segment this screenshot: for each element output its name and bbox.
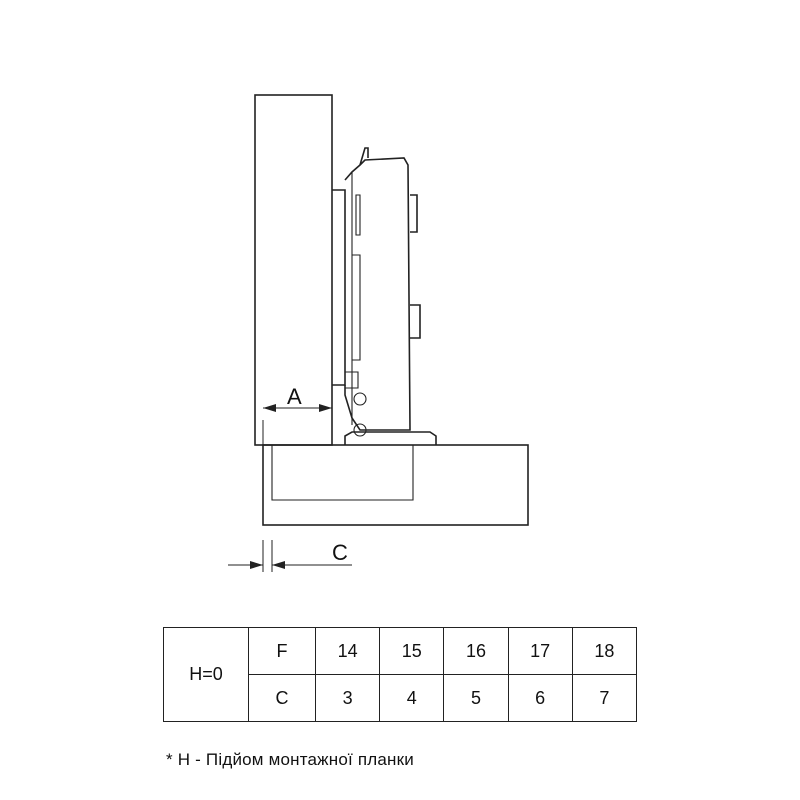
table-cell: 16 bbox=[443, 627, 509, 675]
hinge-body bbox=[332, 147, 421, 437]
table-cell: 6 bbox=[507, 674, 573, 722]
table-cell: 17 bbox=[507, 627, 573, 675]
h-label-cell: H=0 bbox=[163, 627, 249, 722]
dimension-a: A bbox=[263, 384, 332, 412]
table-cell: 14 bbox=[314, 627, 381, 675]
table-cell: 4 bbox=[379, 674, 445, 722]
dimension-a-label: A bbox=[287, 384, 302, 409]
adjustment-table: H=0 F 14 15 16 17 18 C 3 4 5 6 7 bbox=[163, 627, 638, 722]
row-label-f: F bbox=[248, 627, 316, 675]
table-cell: 5 bbox=[443, 674, 509, 722]
table-row: H=0 F 14 15 16 17 18 bbox=[163, 627, 638, 722]
table-cell: 15 bbox=[379, 627, 445, 675]
mounting-plate bbox=[344, 431, 437, 445]
row-label-c: C bbox=[248, 674, 316, 722]
table-cell: 7 bbox=[571, 674, 638, 722]
dimension-c-label: C bbox=[332, 540, 348, 565]
dimension-c: C bbox=[228, 540, 352, 572]
table-row: C 3 4 5 6 7 bbox=[164, 674, 638, 722]
cabinet-side-panel bbox=[262, 444, 529, 526]
table-cell: 3 bbox=[314, 674, 381, 722]
table-cell: 18 bbox=[571, 627, 638, 675]
footnote: * H - Підйом монтажної планки bbox=[166, 750, 414, 769]
